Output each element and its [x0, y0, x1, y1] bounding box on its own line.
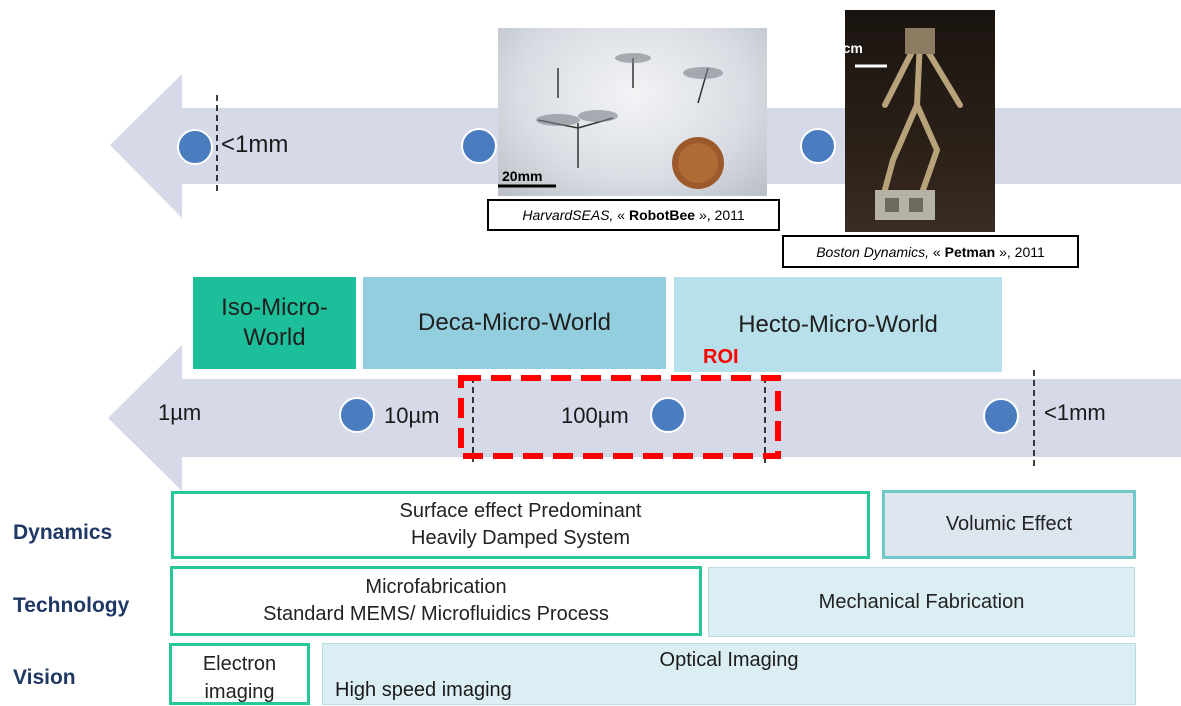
petman-scale-label: 50cm [845, 40, 863, 56]
optical-imaging-label: Optical Imaging [659, 649, 799, 671]
scale-label-1mm: <1mm [1044, 400, 1106, 425]
top-scale-dot [461, 128, 497, 164]
iso-micro-world-line1: Iso-Micro- [221, 294, 328, 321]
petman-caption-open: « [929, 243, 945, 260]
hecto-micro-world-label: Hecto-Micro-World [738, 310, 938, 338]
bottom-scale-dot [339, 397, 375, 433]
top-scale-dot [177, 129, 213, 165]
surface-effect-line1: Surface effect Predominant [399, 500, 642, 522]
iso-micro-world-box: Iso-Micro- World [193, 277, 356, 369]
mechanical-fabrication-box: Mechanical Fabrication [708, 567, 1135, 637]
electron-imaging-line2: imaging [204, 681, 275, 703]
electron-imaging-box: Electron imaging [169, 643, 310, 705]
high-speed-imaging-label: High speed imaging [335, 679, 512, 701]
petman-caption: Boston Dynamics, « Petman », 2011 [782, 235, 1079, 268]
top-scale-dot [800, 128, 836, 164]
microfabrication-box: Microfabrication Standard MEMS/ Microflu… [170, 566, 702, 636]
hecto-micro-world-box: Hecto-Micro-World [674, 277, 1002, 372]
volumic-effect-label: Volumic Effect [945, 513, 1073, 535]
iso-micro-world-line2: World [243, 324, 306, 351]
petman-caption-name: Petman [944, 243, 996, 260]
row-label-vision: Vision [13, 666, 76, 689]
microfabrication-line1: Microfabrication [365, 576, 507, 598]
robotbee-caption-name: RobotBee [628, 207, 696, 223]
row-label-technology: Technology [13, 594, 130, 617]
robotbee-illustration [498, 53, 724, 189]
electron-imaging-line1: Electron [202, 653, 277, 675]
robotbee-caption-close: », 2011 [695, 207, 745, 223]
robotbee-caption-open: « [613, 207, 629, 223]
robotbee-scale-label: 20mm [502, 168, 543, 184]
robotbee-photo: 20mm [498, 28, 767, 196]
petman-illustration [855, 28, 963, 220]
surface-effect-line2: Heavily Damped System [411, 527, 630, 549]
robotbee-caption-org: HarvardSEAS, [522, 207, 614, 223]
bottom-scale-dot [983, 398, 1019, 434]
bottom-scale-arrow [108, 345, 1181, 491]
roi-label: ROI [703, 346, 739, 368]
scale-label-1um: 1µm [158, 400, 202, 425]
surface-effect-box: Surface effect Predominant Heavily Dampe… [171, 491, 870, 559]
roi-box [458, 375, 781, 459]
robotbee-caption: HarvardSEAS, « RobotBee », 2011 [487, 199, 780, 231]
bottom-scale-dot [650, 397, 686, 433]
scale-label-10um: 10µm [384, 403, 440, 428]
microfabrication-line2: Standard MEMS/ Microfluidics Process [263, 603, 609, 625]
mechanical-fabrication-label: Mechanical Fabrication [818, 590, 1025, 613]
scale-label-100um: 100µm [561, 403, 629, 428]
cinder-block [875, 190, 935, 220]
petman-caption-close: », 2011 [995, 243, 1045, 260]
petman-photo: 50cm [845, 10, 995, 232]
optical-imaging-box: Optical Imaging High speed imaging [322, 643, 1136, 705]
deca-micro-world-box: Deca-Micro-World [363, 277, 666, 369]
volumic-effect-box: Volumic Effect [882, 490, 1136, 559]
petman-caption-org: Boston Dynamics, [816, 243, 930, 260]
row-label-dynamics: Dynamics [13, 521, 113, 544]
deca-micro-world-label: Deca-Micro-World [418, 309, 611, 336]
top-scale-label: <1mm [221, 131, 289, 158]
